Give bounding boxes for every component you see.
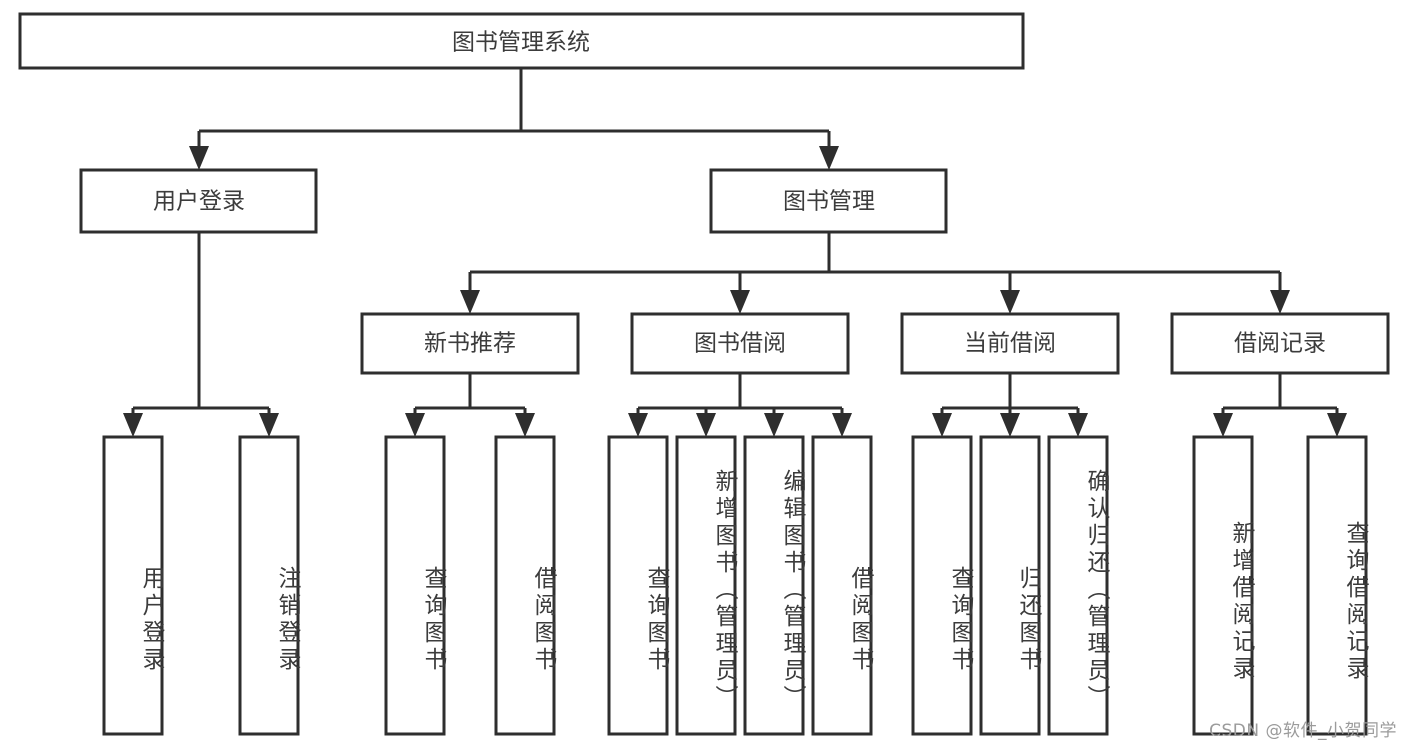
node-current-borrow-label: 当前借阅 <box>964 331 1056 357</box>
arrow-to-leaf-query-book-2 <box>628 413 648 437</box>
leaf-query-book-3-box[interactable] <box>911 435 973 736</box>
arrow-to-leaf-query-book-3 <box>932 413 952 437</box>
node-current-borrow-box[interactable] <box>900 312 1120 375</box>
node-book-borrow-label: 图书借阅 <box>694 331 786 357</box>
leaf-query-book-2-box[interactable] <box>607 435 669 736</box>
leaf-confirm-return-box[interactable] <box>1047 435 1109 736</box>
arrow-to-leaf-add-record <box>1213 413 1233 437</box>
arrow-to-leaf-add-book <box>696 413 716 437</box>
leaf-logout-login-box[interactable] <box>238 435 300 736</box>
arrow-to-borrow-record <box>1270 290 1290 314</box>
node-new-book-recommend-box[interactable] <box>360 312 580 375</box>
node-root-label: 图书管理系统 <box>452 30 590 56</box>
node-book-management[interactable]: 图书管理 <box>709 168 948 234</box>
leaf-add-record-box[interactable] <box>1192 435 1254 736</box>
arrow-to-leaf-borrow-book-1 <box>515 413 535 437</box>
node-current-borrow[interactable]: 当前借阅 <box>900 312 1120 375</box>
leaf-return-book-box[interactable] <box>979 435 1041 736</box>
arrow-to-book-management <box>819 146 839 170</box>
arrow-to-book-borrow <box>730 290 750 314</box>
arrow-to-leaf-user-login <box>123 413 143 437</box>
connector-group <box>123 68 1347 437</box>
arrow-to-leaf-query-book-1 <box>405 413 425 437</box>
leaf-borrow-book-1-box[interactable] <box>494 435 556 736</box>
node-new-book-recommend[interactable]: 新书推荐 <box>360 312 580 375</box>
arrow-to-leaf-edit-book <box>764 413 784 437</box>
node-root-box[interactable] <box>18 12 1025 70</box>
node-borrow-record[interactable]: 借阅记录 <box>1170 312 1390 375</box>
node-user-login-box[interactable] <box>79 168 318 234</box>
node-borrow-record-box[interactable] <box>1170 312 1390 375</box>
arrow-to-new-book-recommend <box>460 290 480 314</box>
leaf-boxes <box>102 435 1368 736</box>
node-user-login[interactable]: 用户登录 <box>79 168 318 234</box>
node-root[interactable]: 图书管理系统 <box>18 12 1025 70</box>
arrow-to-leaf-query-record <box>1327 413 1347 437</box>
leaf-borrow-book-2-box[interactable] <box>811 435 873 736</box>
leaf-query-book-1-box[interactable] <box>384 435 446 736</box>
node-book-borrow-box[interactable] <box>630 312 850 375</box>
arrow-to-leaf-confirm-return <box>1068 413 1088 437</box>
leaf-add-book-box[interactable] <box>675 435 737 736</box>
arrow-to-leaf-borrow-book-2 <box>832 413 852 437</box>
arrow-to-user-login <box>189 146 209 170</box>
node-new-book-recommend-label: 新书推荐 <box>424 331 516 357</box>
node-book-management-label: 图书管理 <box>783 189 875 215</box>
node-book-management-box[interactable] <box>709 168 948 234</box>
leaf-query-record-box[interactable] <box>1306 435 1368 736</box>
arrow-to-leaf-return-book <box>1000 413 1020 437</box>
node-borrow-record-label: 借阅记录 <box>1234 331 1326 357</box>
node-book-borrow[interactable]: 图书借阅 <box>630 312 850 375</box>
arrow-to-current-borrow <box>1000 290 1020 314</box>
csdn-watermark: CSDN @软件_小贺同学 <box>1209 721 1397 741</box>
leaf-user-login-box[interactable] <box>102 435 164 736</box>
leaf-edit-book-box[interactable] <box>743 435 805 736</box>
node-user-login-label: 用户登录 <box>153 189 245 215</box>
arrow-to-leaf-logout-login <box>259 413 279 437</box>
